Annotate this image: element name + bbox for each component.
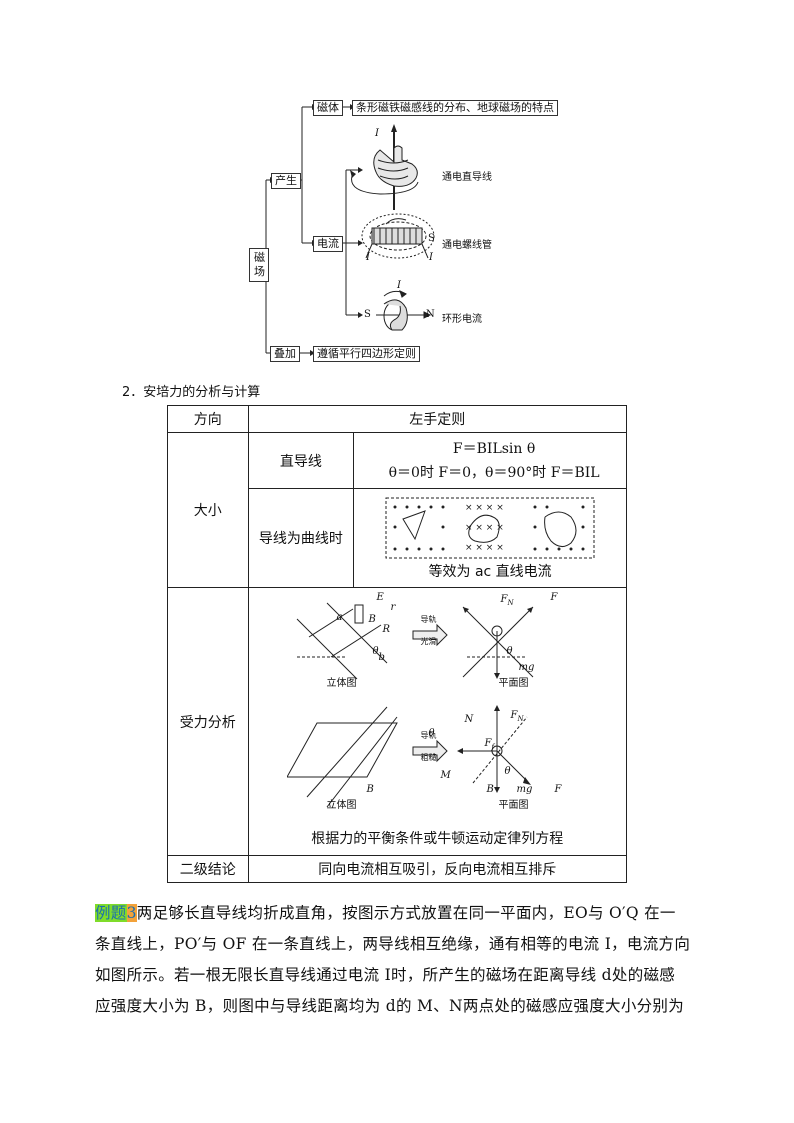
- svg-text:× × × ×: × × × ×: [465, 543, 504, 553]
- ring-current-icon: [376, 290, 432, 331]
- rail-rough-label-1: 导轨: [420, 731, 437, 740]
- map-label-I-4: I: [397, 280, 401, 291]
- fig-plane-label-2: 平面图: [498, 800, 529, 811]
- map-ring-label: 环形电流: [442, 314, 482, 325]
- table-row: 二级结论 同向电流相互吸引，反向电流相互排斥: [167, 855, 628, 883]
- map-superpose-desc: 遵循平行四边形定则: [313, 346, 420, 362]
- label-FN-2: FN: [510, 710, 524, 723]
- table-row: 方向 左手定则: [167, 405, 628, 433]
- row-conclusion-label: 二级结论: [167, 855, 249, 883]
- table-row: 导线为曲线时 × × × × × × × × × × × ×: [168, 488, 627, 588]
- section-number: 2．: [122, 385, 144, 400]
- map-node-magnet: 磁体: [313, 100, 343, 116]
- header-direction: 方向: [167, 405, 249, 433]
- example-number: 3: [126, 904, 137, 922]
- label-mg-1: mg: [518, 662, 535, 673]
- label-theta-4: θ: [504, 766, 511, 777]
- label-F-2: F: [554, 784, 562, 795]
- row-straight-label: 直导线: [247, 432, 355, 489]
- row-force-label: 受力分析: [167, 587, 249, 856]
- label-theta-2: θ: [506, 646, 513, 657]
- map-label-I-3: I: [429, 252, 433, 263]
- conclusion-text: 同向电流相互吸引，反向电流相互排斥: [247, 855, 628, 883]
- map-node-generate: 产生: [271, 173, 301, 189]
- formula-1: F＝BILsin θ: [452, 440, 536, 457]
- example-line-4: 应强度大小为 B，则图中与导线距离均为 d的 M、N两点处的磁感应强度大小分别为: [95, 997, 685, 1015]
- rail-rough-label-2: 粗糙: [420, 753, 437, 762]
- curved-cell: × × × × × × × × × × × × 等效为 ac 直线电流: [353, 488, 627, 588]
- force-analysis-figures: [287, 602, 534, 807]
- label-E: E: [376, 592, 384, 603]
- fig-plane-label-1: 平面图: [498, 678, 529, 689]
- force-caption: 根据力的平衡条件或牛顿运动定律列方程: [311, 830, 564, 847]
- rail-smooth-label-2: 光滑: [420, 637, 437, 646]
- example-tag: 例题: [95, 904, 127, 922]
- example-paragraph: 例题3两足够长直导线均折成直角，按图示方式放置在同一平面内，EO与 O′Q 在一…: [95, 898, 695, 1022]
- force-cell: 立体图 平面图 立体图 平面图 导轨 光滑 导轨 粗糙 E r R B a b …: [247, 587, 628, 856]
- label-r: r: [390, 602, 396, 613]
- label-theta-1: θ: [372, 646, 379, 657]
- label-a-1: a: [336, 612, 343, 623]
- label-N: N: [464, 714, 474, 725]
- curved-wire-figures: × × × × × × × × × × × ×: [385, 497, 595, 559]
- rail-smooth-label-1: 导轨: [420, 615, 437, 624]
- row-curved-label: 导线为曲线时: [247, 488, 355, 588]
- label-theta-3: θ: [428, 728, 435, 739]
- ampere-force-table: 方向 左手定则 大小 直导线 F＝BILsin θ θ＝0时 F＝0，θ＝90°…: [167, 405, 628, 883]
- map-label-N: N: [426, 309, 435, 320]
- map-straight-wire-label: 通电直导线: [442, 172, 492, 183]
- map-magnet-desc: 条形磁铁磁感线的分布、地球磁场的特点: [352, 100, 558, 116]
- svg-text:× × × ×: × × × ×: [465, 503, 504, 513]
- map-label-I-1: I: [375, 128, 379, 139]
- label-B-2: B: [366, 784, 374, 795]
- solenoid-icon: [361, 213, 435, 259]
- fig-3d-label-2: 立体图: [326, 800, 357, 811]
- example-line-1: 例题3两足够长直导线均折成直角，按图示方式放置在同一平面内，EO与 O′Q 在一: [95, 898, 695, 929]
- table-row: 大小 直导线 F＝BILsin θ θ＝0时 F＝0，θ＝90°时 F＝BIL: [167, 432, 627, 588]
- label-b-1: b: [378, 652, 385, 663]
- label-Ff: Ff: [484, 738, 495, 751]
- example-line-2: 条直线上，PO′与 OF 在一条直线上，两导线相互绝缘，通有相等的电流 I，电流…: [95, 935, 691, 953]
- table-row: 受力分析: [167, 587, 628, 856]
- map-root-node: 磁场: [249, 248, 269, 282]
- label-mg-2: mg: [516, 784, 533, 795]
- straight-wire-hand-icon: [350, 124, 419, 210]
- svg-text:× × × ×: × × × ×: [465, 523, 504, 533]
- example-text-1: 两足够长直导线均折成直角，按图示方式放置在同一平面内，EO与 O′Q 在一: [136, 904, 676, 922]
- map-label-I-2: I: [366, 252, 370, 263]
- label-R: R: [382, 624, 391, 635]
- example-line-3: 如图所示。若一根无限长直导线通过电流 I时，所产生的磁场在距离导线 d处的磁感: [95, 966, 676, 984]
- fig-3d-label-1: 立体图: [326, 678, 357, 689]
- straight-formulas: F＝BILsin θ θ＝0时 F＝0，θ＝90°时 F＝BIL: [353, 432, 627, 489]
- map-solenoid-label: 通电螺线管: [442, 240, 492, 251]
- section-heading: 2．安培力的分析与计算: [122, 381, 260, 400]
- map-label-S-1: S: [428, 233, 435, 244]
- formula-2: θ＝0时 F＝0，θ＝90°时 F＝BIL: [388, 464, 600, 481]
- label-M: M: [440, 770, 451, 781]
- concept-map-lines: [262, 104, 435, 356]
- label-F-1: F: [550, 592, 558, 603]
- header-left-hand-rule: 左手定则: [247, 405, 628, 433]
- map-node-current: 电流: [313, 236, 343, 252]
- label-B-1: B: [368, 614, 376, 625]
- curved-caption: 等效为 ac 直线电流: [428, 564, 552, 580]
- map-node-superpose: 叠加: [270, 346, 300, 362]
- section-title: 安培力的分析与计算: [143, 385, 261, 400]
- label-B-3: B: [486, 784, 494, 795]
- label-FN-1: FN: [500, 594, 514, 607]
- map-label-S-2: S: [364, 309, 371, 320]
- row-size-label: 大小: [167, 432, 249, 588]
